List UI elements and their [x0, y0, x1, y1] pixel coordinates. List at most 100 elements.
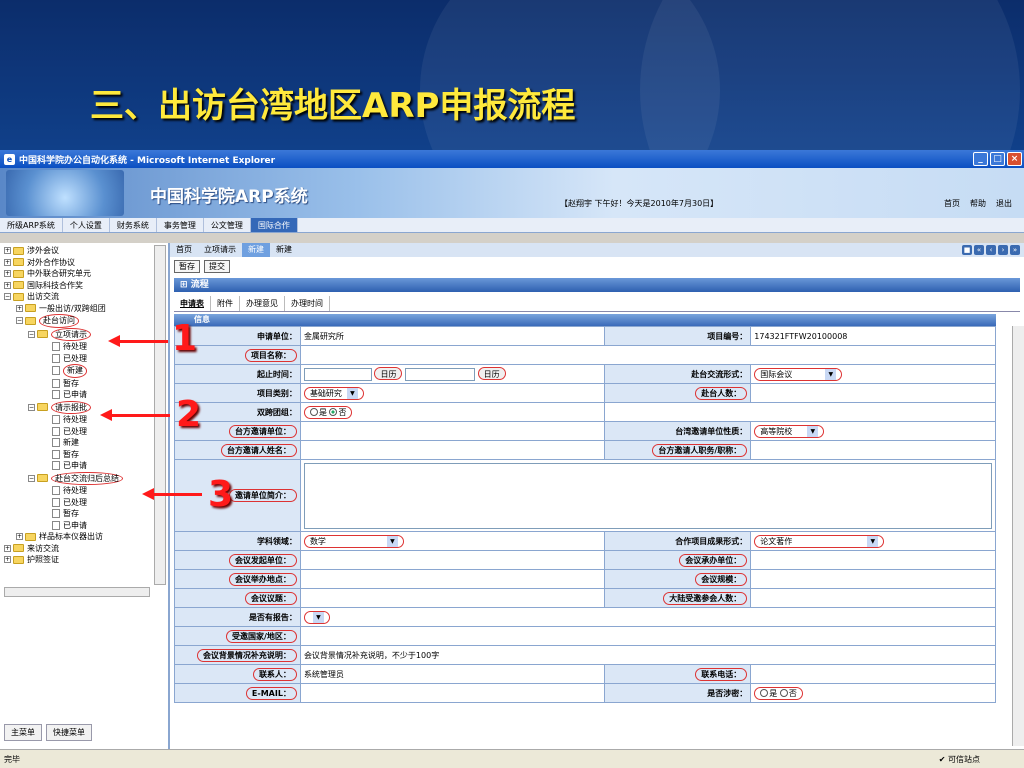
background-field[interactable]: 会议背景情况补充说明，不少于100字 — [299, 645, 997, 665]
tree-leaf[interactable]: 已处理 — [4, 426, 164, 438]
label-tw-unit: 台方邀请单位： — [228, 424, 297, 438]
subtab-time[interactable]: 办理时间 — [285, 296, 330, 311]
tab-main-menu[interactable]: 主菜单 — [4, 724, 42, 741]
annotation-arrow-head — [108, 335, 120, 347]
tree-leaf[interactable]: 暂存 — [4, 378, 164, 390]
tree-leaf[interactable]: 新建 — [4, 364, 164, 378]
tree-node[interactable]: +中外联合研究单元 — [4, 269, 91, 278]
tree-node[interactable]: +对外合作协议 — [4, 257, 75, 267]
tree-node[interactable]: +涉外会议 — [4, 246, 59, 255]
menu-item-intl[interactable]: 国际合作 — [250, 218, 298, 232]
document-icon — [52, 461, 60, 471]
start-date-input[interactable] — [303, 368, 372, 381]
menu-item-personal[interactable]: 个人设置 — [63, 218, 110, 232]
meeting-host-field[interactable] — [750, 550, 996, 570]
tree-node[interactable]: +一般出访/双跨组团 — [16, 303, 106, 313]
tree-node[interactable]: −请示报批 — [4, 400, 164, 414]
label-has-report: 是否有报告： — [174, 607, 301, 627]
tree-leaf[interactable]: 待处理 — [4, 414, 164, 426]
mainland-count-field[interactable] — [750, 588, 996, 608]
project-name-field[interactable] — [299, 345, 997, 365]
label-exchange-form: 赴台交流形式： — [604, 364, 752, 384]
tab-new[interactable]: 新建 — [276, 245, 292, 254]
people-count-field[interactable] — [750, 383, 996, 403]
form-scrollbar[interactable] — [1012, 326, 1024, 746]
email-field[interactable] — [299, 683, 606, 703]
tree-node[interactable]: +护照签证 — [4, 555, 59, 564]
meeting-topic-field[interactable] — [299, 588, 606, 608]
sidebar-hscrollbar[interactable] — [4, 587, 150, 597]
tree-leaf[interactable]: 已申请 — [4, 460, 164, 472]
contact-value[interactable]: 系统管理员 — [299, 664, 606, 684]
subtab-application[interactable]: 申请表 — [174, 296, 211, 311]
folder-icon — [13, 258, 24, 267]
tree-leaf[interactable]: 暂存 — [4, 449, 164, 461]
meeting-sponsor-field[interactable] — [299, 550, 606, 570]
menu-item-finance[interactable]: 财务系统 — [110, 218, 157, 232]
app-name: 中国科学院ARP系统 — [150, 187, 308, 207]
subtab-opinion[interactable]: 办理意见 — [240, 296, 285, 311]
tree-leaf[interactable]: 待处理 — [4, 485, 164, 497]
exchange-form-select[interactable]: 国际会议▼ — [754, 367, 843, 381]
start-calendar-button[interactable]: 日历 — [374, 367, 403, 380]
tree-leaf[interactable]: 待处理 — [4, 341, 164, 353]
invited-regions-field[interactable] — [299, 626, 997, 646]
secret-radios[interactable]: 是 否 — [754, 686, 803, 700]
tab-home[interactable]: 首页 — [176, 245, 192, 254]
project-type-select[interactable]: 基础研究▼ — [303, 386, 364, 400]
prev-icon[interactable]: ‹ — [986, 245, 996, 255]
tree-leaf[interactable]: 新建 — [4, 437, 164, 449]
logout-link[interactable]: 退出 — [996, 199, 1012, 208]
tw-unit-intro-textarea[interactable] — [303, 462, 992, 529]
menu-item-arp[interactable]: 所级ARP系统 — [0, 218, 63, 232]
close-icon[interactable]: × — [1007, 152, 1022, 166]
meeting-place-field[interactable] — [299, 569, 606, 589]
tree-node[interactable]: +样品标本仪器出访 — [16, 532, 103, 541]
menu-item-affairs[interactable]: 事务管理 — [157, 218, 204, 232]
save-draft-button[interactable]: 暂存 — [174, 260, 200, 273]
tab-list-icon[interactable]: ■ — [962, 245, 972, 255]
tree-leaf[interactable]: 已处理 — [4, 353, 164, 365]
phone-field[interactable] — [750, 664, 996, 684]
help-link[interactable]: 帮助 — [970, 199, 986, 208]
tw-person-field[interactable] — [299, 440, 606, 460]
first-icon[interactable]: « — [974, 245, 984, 255]
tree-leaf[interactable]: 已处理 — [4, 497, 164, 509]
tree-leaf[interactable]: 暂存 — [4, 508, 164, 520]
home-link[interactable]: 首页 — [944, 199, 960, 208]
tab-quick-menu[interactable]: 快捷菜单 — [46, 724, 92, 741]
section-flow[interactable]: ⊞ 流程 — [174, 278, 1020, 292]
subtab-attachment[interactable]: 附件 — [211, 296, 240, 311]
tree-node[interactable]: −赴台访问 — [4, 314, 164, 328]
document-icon — [52, 415, 60, 425]
tree-node[interactable]: −出访交流 — [4, 292, 59, 301]
tw-unit-nature-select[interactable]: 高等院校▼ — [754, 424, 825, 438]
discipline-select[interactable]: 数学▼ — [303, 534, 404, 548]
status-text: 完毕 — [4, 754, 20, 764]
menu-item-documents[interactable]: 公文管理 — [204, 218, 251, 232]
tw-unit-field[interactable] — [299, 421, 606, 441]
tree-node[interactable]: +来访交流 — [4, 543, 59, 553]
has-report-select[interactable]: ▼ — [303, 610, 330, 624]
tree-node[interactable]: +国际科技合作奖 — [4, 280, 83, 290]
meeting-scale-field[interactable] — [750, 569, 996, 589]
end-date-input[interactable] — [405, 368, 476, 381]
label-meeting-place: 会议举办地点： — [228, 572, 297, 586]
submit-button[interactable]: 提交 — [204, 260, 230, 273]
next-icon[interactable]: › — [998, 245, 1008, 255]
label-tw-unit-intro: 邀请单位简介： — [228, 489, 297, 502]
tw-person-title-field[interactable] — [750, 440, 996, 460]
last-icon[interactable]: » — [1010, 245, 1020, 255]
tab-new-active[interactable]: 新建 — [242, 243, 270, 257]
dual-group-radios[interactable]: 是 否 — [303, 405, 353, 419]
tree-leaf[interactable]: 已申请 — [4, 520, 164, 532]
end-calendar-button[interactable]: 日历 — [477, 367, 506, 380]
tree-leaf[interactable]: 已申请 — [4, 389, 164, 401]
tree-node[interactable]: −立项请示 — [4, 327, 164, 341]
result-form-select[interactable]: 论文著作▼ — [754, 534, 885, 548]
maximize-icon[interactable]: □ — [990, 152, 1005, 166]
document-icon — [52, 497, 60, 507]
tab-approval[interactable]: 立项请示 — [204, 245, 236, 254]
minimize-icon[interactable]: _ — [973, 152, 988, 166]
tree-node[interactable]: −赴台交流归后总结 — [4, 471, 164, 485]
